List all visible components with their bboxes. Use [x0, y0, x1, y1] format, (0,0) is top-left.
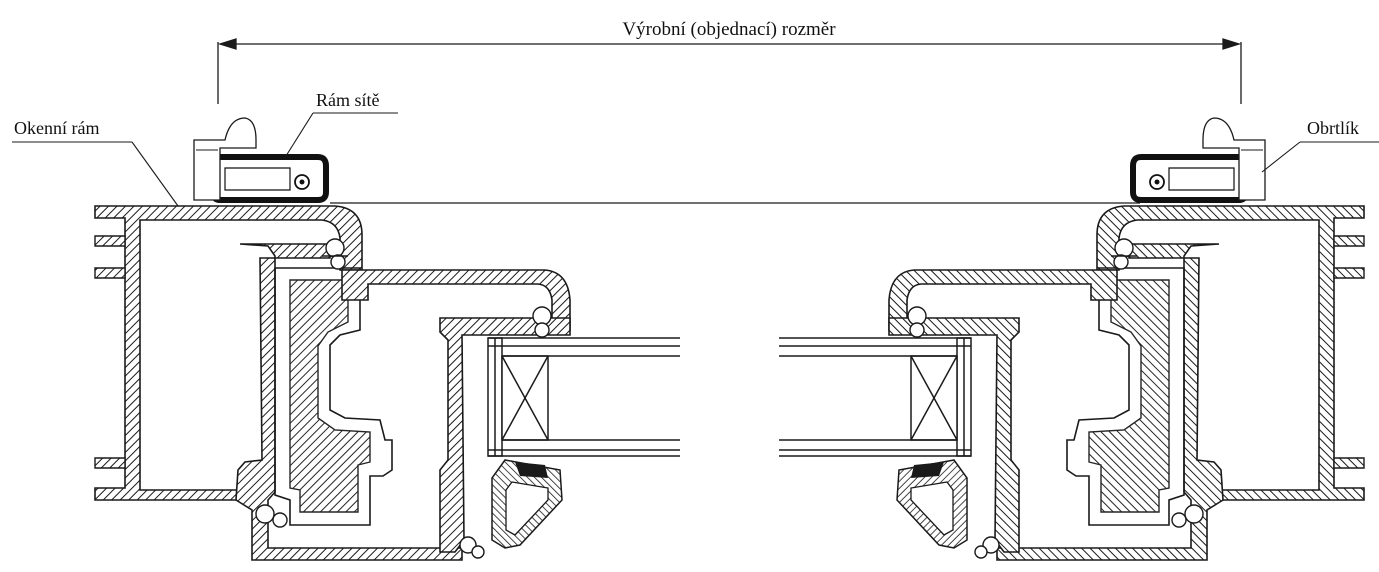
dimension-label: Výrobní (objednací) rozměr: [622, 19, 836, 40]
dimension-line: [217, 38, 1242, 104]
screen-frame-label: Rám sítě: [316, 90, 380, 110]
left-section: [95, 118, 680, 560]
window-frame-label: Okenní rám: [14, 118, 99, 138]
turn-button-label: Obrtlík: [1307, 118, 1359, 138]
right-section: [779, 118, 1364, 560]
window-frame-callout: Okenní rám: [12, 118, 179, 207]
screen-frame-callout: Rám sítě: [285, 90, 398, 157]
turn-button-callout: Obrtlík: [1261, 118, 1379, 173]
